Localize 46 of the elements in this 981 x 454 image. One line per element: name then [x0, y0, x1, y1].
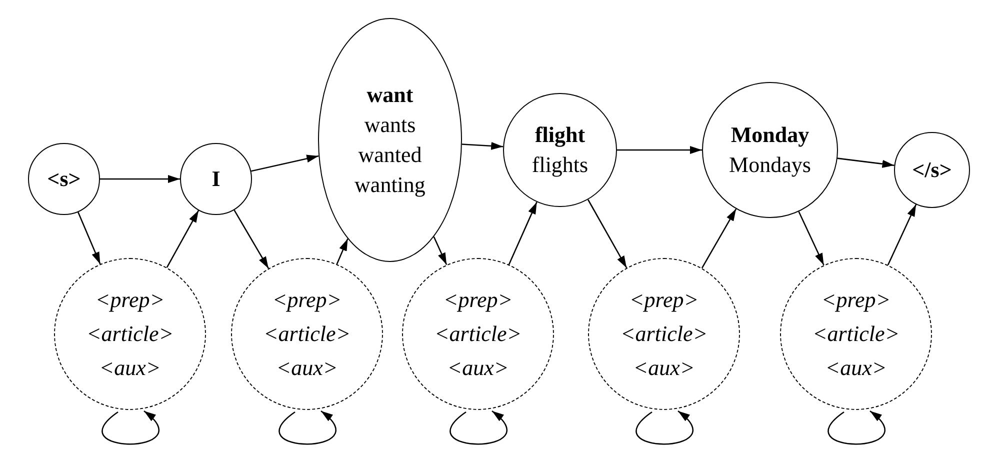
category-label: <aux>: [99, 354, 161, 382]
arrow: [462, 142, 504, 150]
arrow: [166, 210, 200, 268]
category-label: <prep>: [272, 286, 342, 314]
category-label: <article>: [812, 320, 900, 348]
arrow: [336, 238, 348, 264]
self-loop-arrow: [278, 410, 336, 445]
word-label: </s>: [912, 156, 952, 184]
category-label: <prep>: [629, 286, 699, 314]
category-label: <aux>: [825, 354, 887, 382]
word-label: want: [366, 81, 414, 109]
category-label: <prep>: [443, 286, 513, 314]
self-loop-arrow: [450, 410, 508, 445]
self-loop-arrow: [828, 410, 886, 445]
arrow: [887, 204, 917, 266]
self-loop-arrow: [636, 410, 694, 445]
arrow: [433, 236, 448, 266]
arrow: [587, 199, 628, 268]
word-label: <s>: [47, 165, 81, 193]
category-label: <aux>: [447, 354, 509, 382]
arrow: [100, 175, 180, 183]
word-label: I: [212, 165, 220, 193]
category-label: <article>: [263, 320, 351, 348]
category-label: <aux>: [276, 354, 338, 382]
arrow: [798, 211, 824, 266]
word-label: flights: [532, 151, 588, 179]
arrow: [701, 208, 737, 268]
word-label: wanting: [354, 171, 426, 199]
word-label: wanted: [358, 141, 422, 169]
word-label: Mondays: [729, 151, 811, 179]
word-label: wants: [364, 111, 416, 139]
word-label: flight: [534, 121, 586, 149]
category-label: <prep>: [95, 286, 165, 314]
arrow: [78, 212, 101, 264]
category-label: <aux>: [633, 354, 695, 382]
arrow: [837, 158, 894, 168]
arrow: [617, 146, 702, 154]
word-label: Monday: [730, 121, 810, 149]
category-label: <article>: [620, 320, 708, 348]
category-label: <article>: [434, 320, 522, 348]
category-label: <article>: [86, 320, 174, 348]
category-label: <prep>: [821, 286, 891, 314]
arrow: [234, 210, 270, 269]
arrow: [508, 202, 538, 265]
self-loop-arrow: [102, 410, 160, 445]
arrow: [250, 154, 319, 172]
